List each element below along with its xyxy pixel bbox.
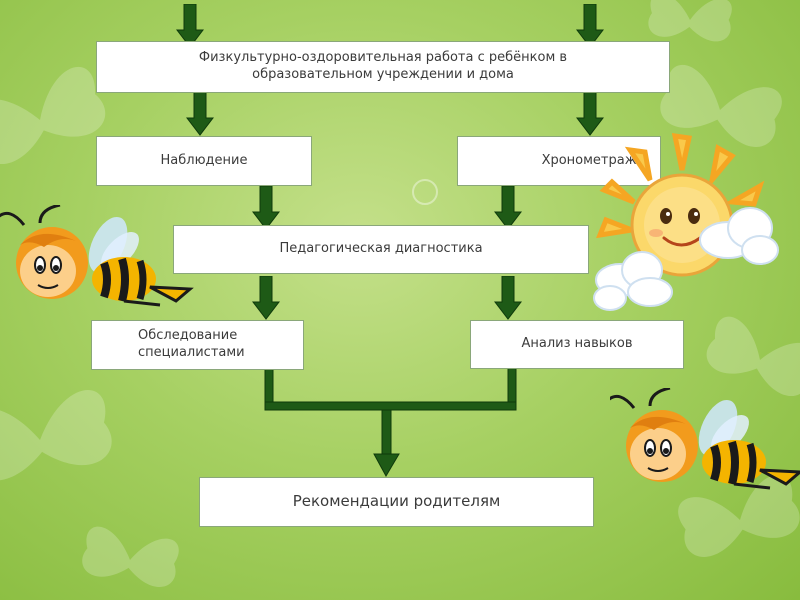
recommendations-box: Рекомендации родителям — [199, 477, 594, 527]
timing-box: Хронометраж — [457, 136, 661, 186]
arrow-down-icon — [176, 4, 204, 48]
arrow-down-icon — [186, 92, 214, 136]
observation-label: Наблюдение — [160, 152, 248, 168]
bee-icon — [610, 388, 800, 490]
sun-icon — [593, 133, 779, 311]
arrow-down-icon — [494, 276, 522, 320]
arrow-down-icon — [576, 4, 604, 48]
bee-icon — [0, 205, 194, 307]
arrow-down-icon — [494, 186, 522, 230]
merge-connector — [264, 366, 517, 478]
top-box: Физкультурно-оздоровительная работа с ре… — [96, 41, 670, 93]
timing-label: Хронометраж — [541, 152, 637, 168]
top-box-label: Физкультурно-оздоровительная работа с ре… — [198, 50, 568, 82]
diagnostics-box: Педагогическая диагностика — [173, 225, 589, 274]
arrow-down-icon — [252, 186, 280, 230]
arrow-down-icon — [252, 276, 280, 320]
specialists-box: Обследование специалистами — [91, 320, 304, 370]
skills-box: Анализ навыков — [470, 320, 684, 369]
recommendations-label: Рекомендации родителям — [292, 492, 501, 511]
observation-box: Наблюдение — [96, 136, 312, 186]
specialists-label: Обследование специалистами — [138, 328, 245, 360]
skills-label: Анализ навыков — [521, 336, 633, 352]
arrow-down-icon — [576, 92, 604, 136]
diagnostics-label: Педагогическая диагностика — [279, 241, 483, 257]
